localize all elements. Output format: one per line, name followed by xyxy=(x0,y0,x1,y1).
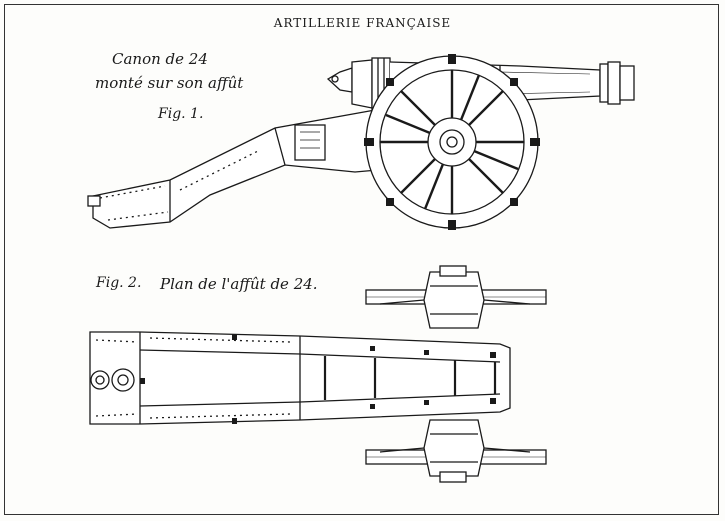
figure-1-subtitle: monté sur son affût xyxy=(95,74,244,92)
carriage-wheel xyxy=(364,54,540,230)
plan-axle-bottom xyxy=(365,419,547,483)
figure-2-label: Fig. 2. xyxy=(96,275,142,291)
figure-1-title: Canon de 24 xyxy=(112,50,208,68)
plan-axle-top xyxy=(365,265,547,329)
plan-trail xyxy=(89,331,511,425)
plan-trail-ring xyxy=(90,368,135,392)
plan-transoms xyxy=(323,356,497,400)
header-title: ARTILLERIE FRANÇAISE xyxy=(273,16,452,30)
figure-1-label: Fig. 1. xyxy=(158,106,204,122)
figure-2-caption: Plan de l'affût de 24. xyxy=(160,275,318,293)
plate-border xyxy=(4,4,719,515)
plan-bolts xyxy=(140,334,496,424)
carriage-trail xyxy=(87,109,401,229)
